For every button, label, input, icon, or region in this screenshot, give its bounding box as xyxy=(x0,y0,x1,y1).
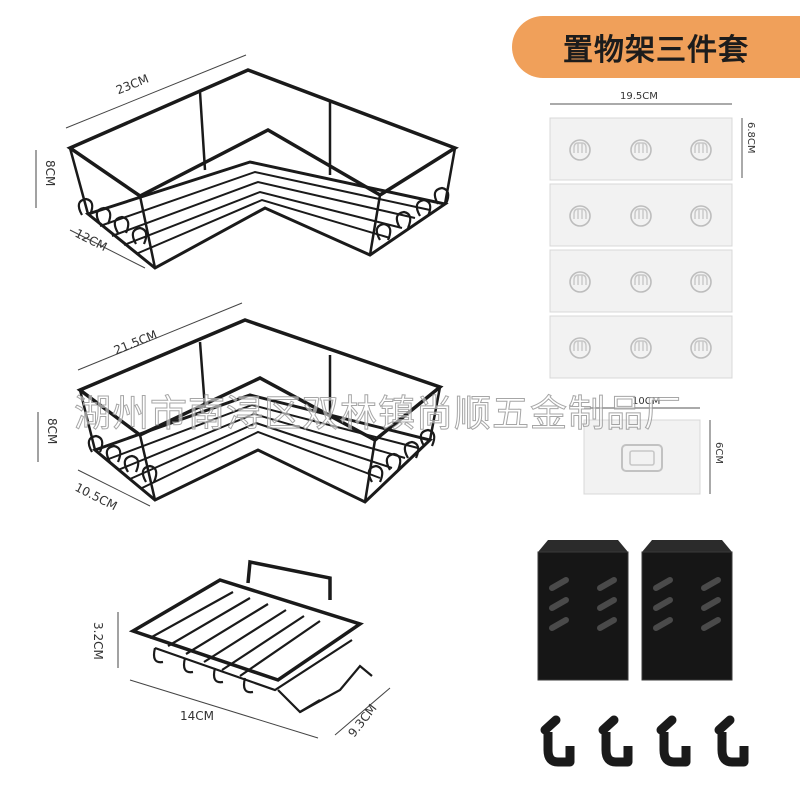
rack-medium-depth-label: 10.5CM xyxy=(73,480,120,513)
rack-large-dimensions xyxy=(35,54,247,269)
adhesive-strip-width-label: 19.5CM xyxy=(620,91,658,102)
corner-rack-medium xyxy=(76,318,444,504)
adhesive-single-width-label: 10CM xyxy=(632,396,660,407)
rack-medium-width-label: 21.5CM xyxy=(112,328,159,358)
hook xyxy=(603,720,628,762)
rack-large-depth-label: 12CM xyxy=(73,226,110,254)
adhesive-strip xyxy=(549,249,733,313)
soap-dish-height-label: 3.2CM xyxy=(91,622,105,660)
rack-large-width-label: 23CM xyxy=(114,72,151,98)
rack-medium-height-label: 8CM xyxy=(45,418,59,444)
adhesive-strip xyxy=(549,315,733,379)
utensil-holder xyxy=(537,540,629,681)
hook xyxy=(661,720,686,762)
adhesive-single-height-label: 6CM xyxy=(713,442,724,464)
rack-medium-dimensions xyxy=(37,302,243,507)
corner-rack-large xyxy=(66,68,459,270)
title-badge: 置物架三件套 xyxy=(512,16,800,78)
adhesive-strip-height-label: 6.8CM xyxy=(745,122,756,154)
soap-dish-rack xyxy=(128,559,373,714)
adhesive-strip xyxy=(549,117,733,181)
adhesive-single-pad xyxy=(583,407,711,495)
utensil-holder xyxy=(641,540,733,681)
product-title: 置物架三件套 xyxy=(563,33,749,68)
soap-dish-depth-label: 9.3CM xyxy=(345,701,379,739)
hook xyxy=(545,720,570,762)
hook xyxy=(719,720,744,762)
soap-dish-width-label: 14CM xyxy=(180,709,214,723)
soap-dish-dimensions xyxy=(117,612,391,739)
adhesive-strips xyxy=(549,103,743,379)
rack-large-height-label: 8CM xyxy=(43,160,57,186)
adhesive-strip xyxy=(549,183,733,247)
